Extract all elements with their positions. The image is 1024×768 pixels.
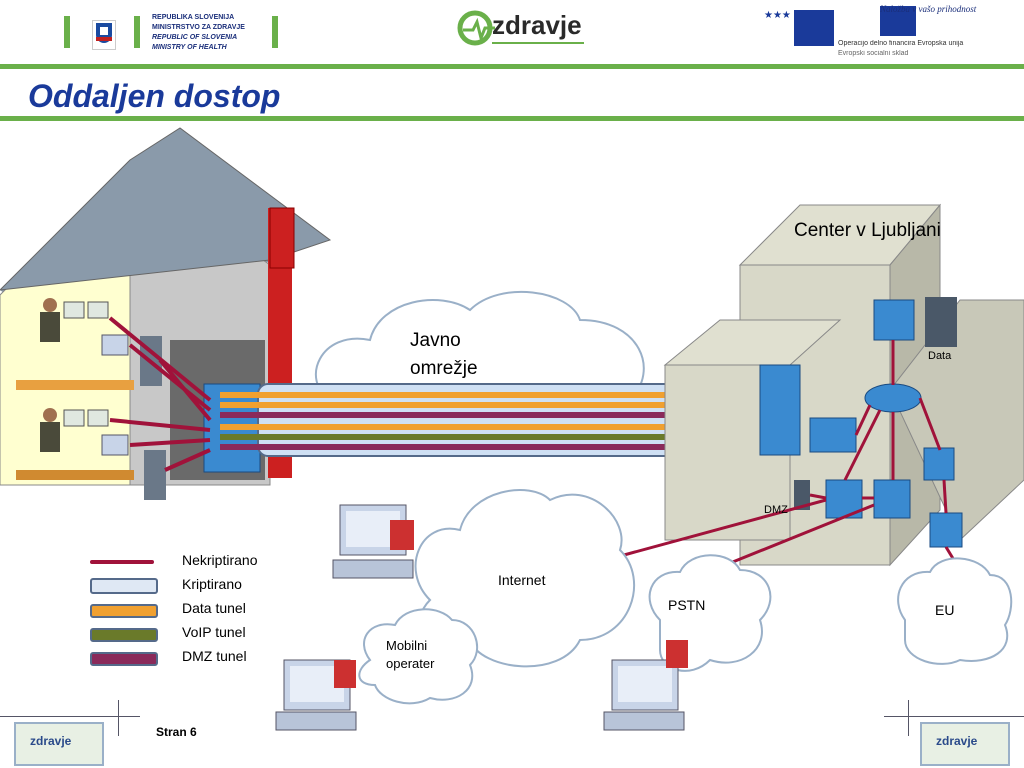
page-number: Stran 6 (156, 725, 197, 739)
ezdravje-logo-text: zdravje (492, 10, 582, 40)
legend-label: DMZ tunel (182, 648, 247, 664)
eu-flag-1 (794, 10, 834, 46)
ezdravje-logo-icon (457, 10, 495, 46)
page-title: Oddaljen dostop (28, 78, 281, 114)
remote-computer-mobile (275, 659, 357, 731)
footer-logo-text: zdravje (936, 734, 978, 748)
legend-swatch (90, 604, 158, 618)
footer-logo-left: zdravje (14, 722, 104, 766)
legend-swatch (90, 560, 154, 564)
title-divider (0, 116, 1024, 121)
logo-underline (492, 42, 584, 44)
remote-computer-pstn (603, 640, 688, 731)
dmz-label: DMZ (764, 504, 788, 516)
ministry-text: REPUBLIKA SLOVENIJA MINISTRSTVO ZA ZDRAV… (152, 13, 245, 53)
eu-label: EU (935, 602, 955, 618)
footer-vline-left (118, 700, 119, 736)
public-network-label-1: Javno (410, 330, 461, 351)
legend-swatch (90, 652, 158, 666)
footer-line-right (884, 716, 1024, 717)
header-bar-right (272, 16, 278, 48)
mobile-cloud (358, 608, 479, 705)
public-network-label-2: omrežje (410, 358, 478, 379)
house-workstations (40, 298, 166, 500)
header: REPUBLIKA SLOVENIJA MINISTRSTVO ZA ZDRAV… (0, 0, 1024, 62)
eu-stars: ★★★ (764, 10, 791, 21)
eu-text-1: Naložba v vašo prihodnost (880, 4, 977, 14)
network-diagram (0, 127, 1024, 731)
footer-logo-right: zdravje (920, 722, 1010, 766)
internet-label: Internet (498, 572, 546, 588)
footer-vline-right (908, 700, 909, 736)
ministry-line: MINISTRY OF HEALTH (152, 44, 227, 51)
legend-label: Kriptirano (182, 576, 242, 592)
public-network-cloud (314, 290, 645, 401)
data-label: Data (928, 350, 952, 362)
mobile-label-1: Mobilni (386, 638, 428, 653)
header-bar-mid (134, 16, 140, 48)
legend-label: Data tunel (182, 600, 246, 616)
legend-swatch (90, 628, 158, 642)
center-label: Center v Ljubljani (794, 220, 941, 241)
footer-logo-text: zdravje (30, 734, 72, 748)
header-bar-left (64, 16, 70, 48)
mobile-label-2: operater (386, 656, 435, 671)
ministry-line: MINISTRSTVO ZA ZDRAVJE (152, 24, 245, 31)
slovenia-crest (92, 20, 116, 50)
legend-label: Nekriptirano (182, 552, 258, 568)
legend-swatch (90, 578, 158, 594)
ministry-line: REPUBLIC OF SLOVENIA (152, 34, 238, 41)
house (0, 127, 332, 486)
header-divider (0, 64, 1024, 69)
vpn-tunnel (220, 383, 789, 457)
footer-line-left (0, 716, 140, 717)
center-links (623, 340, 962, 574)
legend-label: VoIP tunel (182, 624, 246, 640)
eu-text-2: Operacijo delno financira Evropska unija (838, 40, 964, 47)
ministry-line: REPUBLIKA SLOVENIJA (152, 14, 235, 21)
pstn-label: PSTN (668, 597, 706, 613)
eu-text-3: Evropski socialni sklad (838, 50, 909, 57)
remote-computer-top (332, 504, 414, 579)
eu-flag-2 (880, 6, 916, 36)
house-links (108, 316, 212, 472)
eu-cloud (897, 557, 1013, 665)
